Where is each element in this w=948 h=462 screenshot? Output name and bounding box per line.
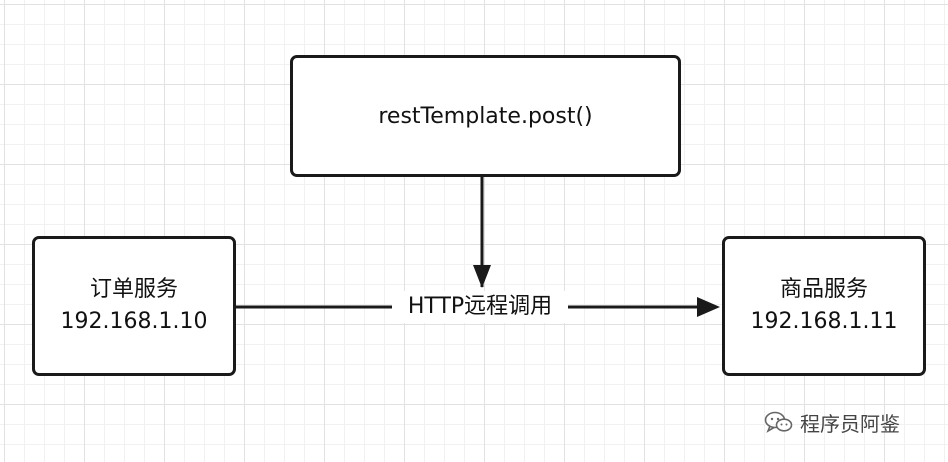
- watermark-text: 程序员阿鉴: [800, 411, 900, 436]
- order-service-node: 订单服务 192.168.1.10: [32, 236, 236, 376]
- arrowhead-right: [697, 297, 720, 317]
- arrowhead-down: [473, 265, 491, 288]
- order-service-name: 订单服务: [89, 277, 178, 302]
- product-service-ip: 192.168.1.11: [750, 309, 898, 334]
- product-service-node: 商品服务 192.168.1.11: [722, 236, 926, 376]
- product-service-name: 商品服务: [779, 277, 868, 302]
- http-call-label: HTTP远程调用: [392, 291, 568, 323]
- rest-template-node: restTemplate.post(): [290, 55, 681, 177]
- wechat-icon: [764, 411, 793, 433]
- order-service-ip: 192.168.1.10: [60, 309, 208, 334]
- rest-template-label: restTemplate.post(): [378, 103, 593, 129]
- watermark: 程序员阿鉴: [764, 408, 900, 436]
